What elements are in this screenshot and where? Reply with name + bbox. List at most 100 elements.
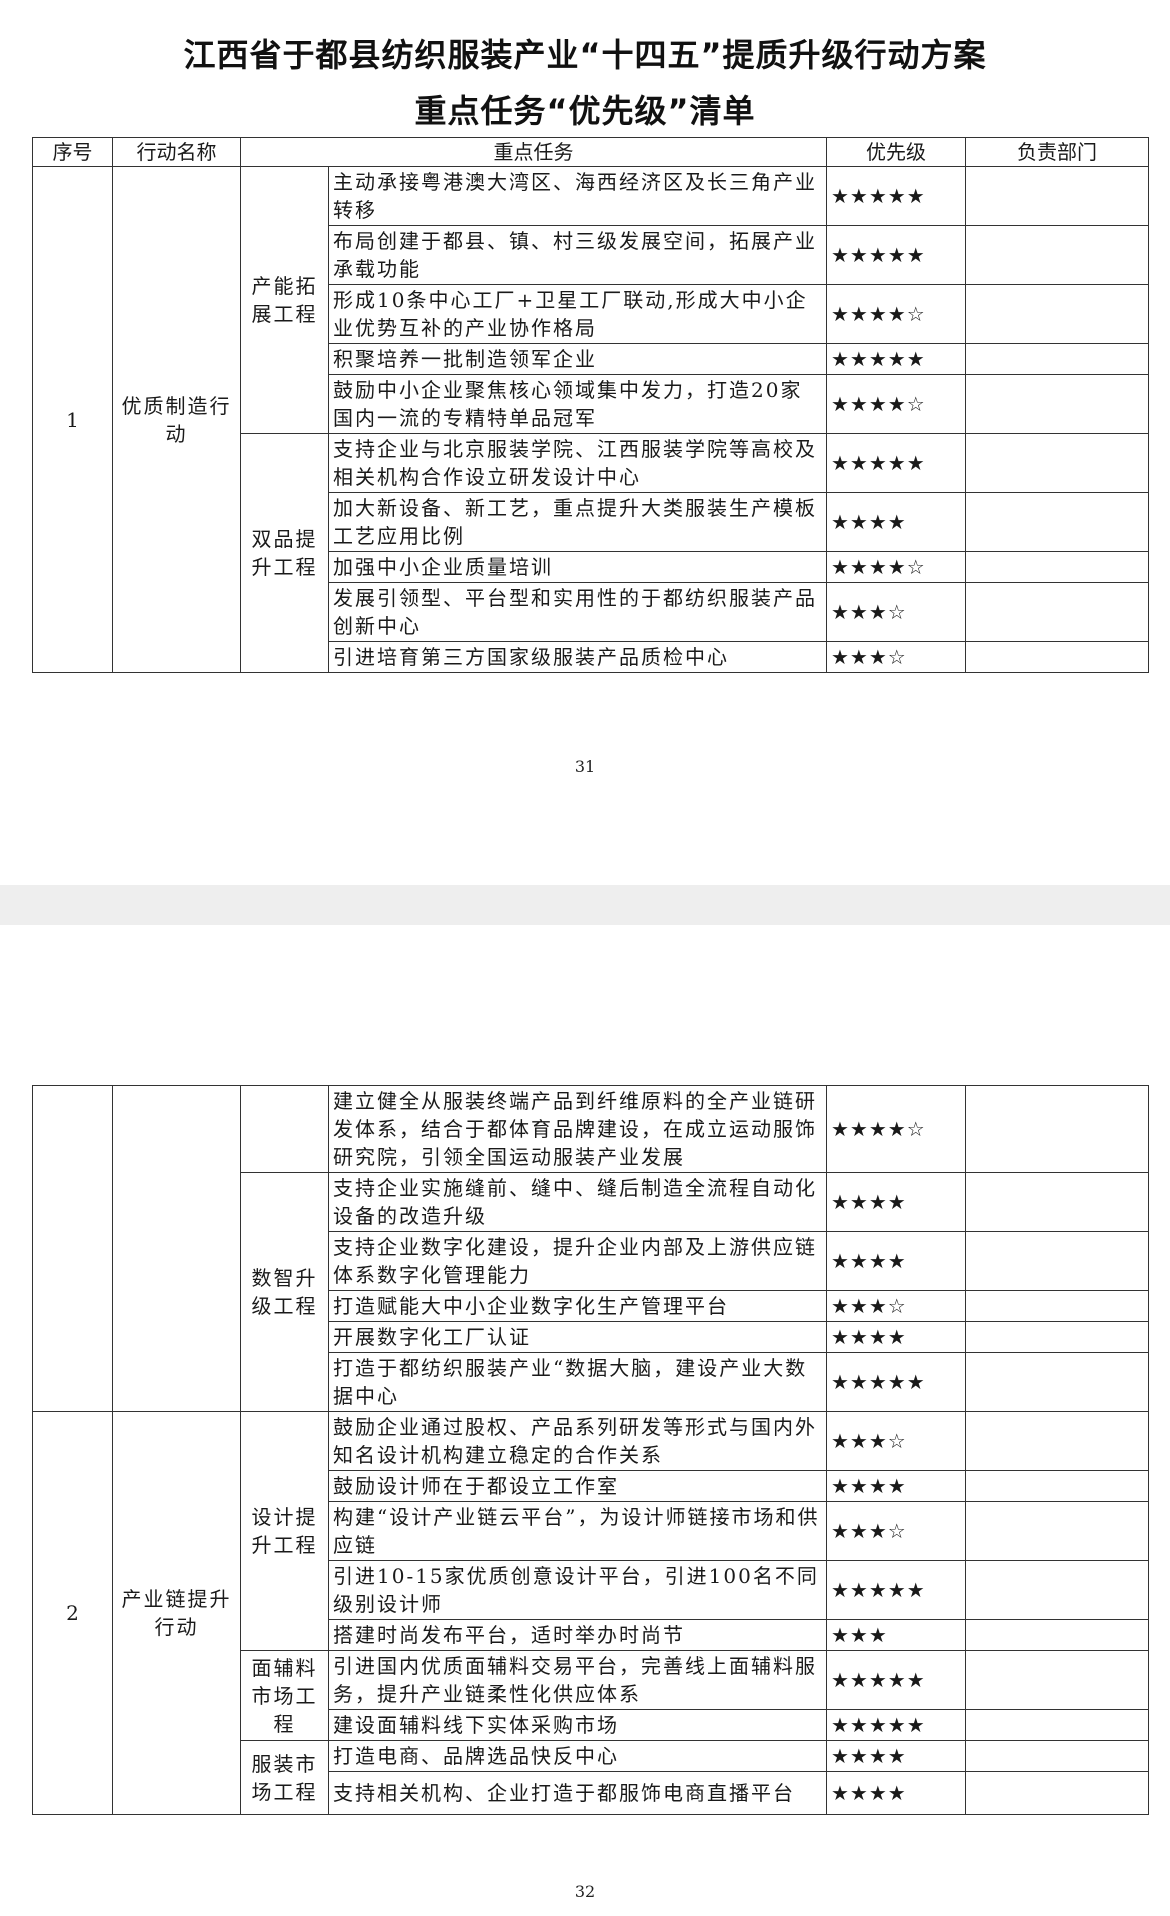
sub-project-cont (240, 1085, 329, 1173)
table-row: 建立健全从服装终端产品到纤维原料的全产业链研发体系，结合于都体育品牌建设，在成立… (32, 1085, 1149, 1412)
table-row: 加大新设备、新工艺，重点提升大类服装生产模板工艺应用比例★★★★ (33, 492, 1149, 552)
priority-stars: ★★★★★ (826, 225, 966, 285)
priority-stars: ★★★★ (826, 1470, 966, 1502)
priority-stars: ★★★★ (826, 1172, 966, 1232)
department-cell (965, 1650, 1149, 1710)
sub-project-name: 双品提升工程 (240, 433, 329, 673)
task-cell: 引进10-15家优质创意设计平台，引进100名不同级别设计师 (328, 1560, 827, 1620)
document-title: 江西省于都县纺织服装产业“十四五”提质升级行动方案 (183, 36, 987, 74)
department-cell (965, 1411, 1149, 1471)
department-cell (965, 641, 1149, 673)
table-row: 引进10-15家优质创意设计平台，引进100名不同级别设计师★★★★★ (33, 1560, 1149, 1620)
department-cell (965, 1352, 1149, 1412)
task-cell: 开展数字化工厂认证 (328, 1321, 827, 1353)
task-cell: 形成10条中心工厂+卫星工厂联动,形成大中小企业优势互补的产业协作格局 (328, 284, 827, 344)
header-department: 负责部门 (965, 137, 1149, 167)
seq-number-cont (32, 1085, 113, 1412)
priority-table-page-32: 建立健全从服装终端产品到纤维原料的全产业链研发体系，结合于都体育品牌建设，在成立… (32, 1085, 1149, 1815)
priority-stars: ★★★★ (826, 1321, 966, 1353)
task-cell: 引进国内优质面辅料交易平台，完善线上面辅料服务，提升产业链柔性化供应体系 (328, 1650, 827, 1710)
priority-stars: ★★★★ (826, 1231, 966, 1291)
department-cell (965, 1290, 1149, 1322)
department-cell (965, 433, 1149, 493)
page-separator (0, 885, 1170, 925)
task-cell: 支持企业实施缝前、缝中、缝后制造全流程自动化设备的改造升级 (328, 1172, 827, 1232)
department-cell (965, 1740, 1149, 1772)
priority-stars: ★★★☆ (826, 582, 966, 642)
page-number: 32 (574, 1882, 596, 1901)
priority-stars: ★★★★ (826, 1771, 966, 1815)
department-cell (965, 1771, 1149, 1815)
priority-stars: ★★★★★ (826, 433, 966, 493)
table-row: 发展引领型、平台型和实用性的于都纺织服装产品创新中心★★★☆ (33, 582, 1149, 642)
priority-stars: ★★★☆ (826, 1411, 966, 1471)
task-cell: 打造赋能大中小企业数字化生产管理平台 (328, 1290, 827, 1322)
sub-project-name: 数智升级工程 (240, 1172, 329, 1412)
action-name-cont (112, 1085, 241, 1412)
department-cell (965, 225, 1149, 285)
sub-project-name: 面辅料市场工程 (240, 1650, 329, 1741)
seq-number: 1 (32, 166, 113, 673)
task-cell: 主动承接粤港澳大湾区、海西经济区及长三角产业转移 (328, 166, 827, 226)
task-cell: 加大新设备、新工艺，重点提升大类服装生产模板工艺应用比例 (328, 492, 827, 552)
task-cell: 搭建时尚发布平台，适时举办时尚节 (328, 1619, 827, 1651)
priority-stars: ★★★☆ (826, 1290, 966, 1322)
department-cell (965, 1709, 1149, 1741)
header-action: 行动名称 (112, 137, 241, 167)
sub-project-name: 设计提升工程 (240, 1411, 329, 1651)
table-row: 积聚培养一批制造领军企业★★★★★ (33, 343, 1149, 375)
department-cell (965, 551, 1149, 583)
header-seq: 序号 (32, 137, 113, 167)
priority-stars: ★★★★★ (826, 1650, 966, 1710)
task-cell: 鼓励设计师在于都设立工作室 (328, 1470, 827, 1502)
department-cell (965, 343, 1149, 375)
table-row: 开展数字化工厂认证★★★★ (33, 1321, 1149, 1353)
department-cell (965, 166, 1149, 226)
seq-number: 2 (32, 1411, 113, 1815)
priority-stars: ★★★☆ (826, 1501, 966, 1561)
department-cell (965, 1231, 1149, 1291)
department-cell (965, 492, 1149, 552)
task-cell: 引进培育第三方国家级服装产品质检中心 (328, 641, 827, 673)
action-name: 优质制造行动 (112, 166, 241, 673)
department-cell (965, 1619, 1149, 1651)
header-priority: 优先级 (826, 137, 966, 167)
table-row: 面辅料市场工程引进国内优质面辅料交易平台，完善线上面辅料服务，提升产业链柔性化供… (33, 1650, 1149, 1741)
sub-project-name: 服装市场工程 (240, 1740, 329, 1815)
task-cell: 支持相关机构、企业打造于都服饰电商直播平台 (328, 1771, 827, 1815)
priority-stars: ★★★★★ (826, 166, 966, 226)
department-cell (965, 1321, 1149, 1353)
table-row: 布局创建于都县、镇、村三级发展空间，拓展产业承载功能★★★★★ (33, 225, 1149, 285)
priority-stars: ★★★★☆ (826, 551, 966, 583)
task-cell: 打造于都纺织服装产业“数据大脑，建设产业大数据中心 (328, 1352, 827, 1412)
table-row: 数智升级工程支持企业实施缝前、缝中、缝后制造全流程自动化设备的改造升级★★★★ (33, 1172, 1149, 1412)
priority-stars: ★★★★★ (826, 1352, 966, 1412)
table-row: 构建“设计产业链云平台”，为设计师链接市场和供应链★★★☆ (33, 1501, 1149, 1561)
task-cell: 构建“设计产业链云平台”，为设计师链接市场和供应链 (328, 1501, 827, 1561)
department-cell (965, 284, 1149, 344)
action-name: 产业链提升行动 (112, 1411, 241, 1815)
priority-stars: ★★★★★ (826, 343, 966, 375)
table-row: 支持相关机构、企业打造于都服饰电商直播平台★★★★ (33, 1771, 1149, 1815)
task-cell: 积聚培养一批制造领军企业 (328, 343, 827, 375)
task-cell: 加强中小企业质量培训 (328, 551, 827, 583)
sub-project-name: 产能拓展工程 (240, 166, 329, 434)
header-task: 重点任务 (240, 137, 827, 167)
task-cell: 鼓励企业通过股权、产品系列研发等形式与国内外知名设计机构建立稳定的合作关系 (328, 1411, 827, 1471)
task-cell: 支持企业与北京服装学院、江西服装学院等高校及相关机构合作设立研发设计中心 (328, 433, 827, 493)
priority-stars: ★★★☆ (826, 641, 966, 673)
table-row: 双品提升工程支持企业与北京服装学院、江西服装学院等高校及相关机构合作设立研发设计… (33, 433, 1149, 673)
task-cell: 鼓励中小企业聚焦核心领域集中发力，打造20家国内一流的专精特单品冠军 (328, 374, 827, 434)
priority-stars: ★★★★☆ (826, 374, 966, 434)
task-cell: 布局创建于都县、镇、村三级发展空间，拓展产业承载功能 (328, 225, 827, 285)
page-number: 31 (574, 757, 596, 776)
table-header-row: 序号 行动名称 重点任务 优先级 负责部门 (32, 137, 1149, 167)
table-row: 引进培育第三方国家级服装产品质检中心★★★☆ (33, 641, 1149, 673)
task-cell: 发展引领型、平台型和实用性的于都纺织服装产品创新中心 (328, 582, 827, 642)
department-cell (965, 374, 1149, 434)
table-row: 支持企业数字化建设，提升企业内部及上游供应链体系数字化管理能力★★★★ (33, 1231, 1149, 1291)
task-cell: 支持企业数字化建设，提升企业内部及上游供应链体系数字化管理能力 (328, 1231, 827, 1291)
priority-stars: ★★★★★ (826, 1709, 966, 1741)
